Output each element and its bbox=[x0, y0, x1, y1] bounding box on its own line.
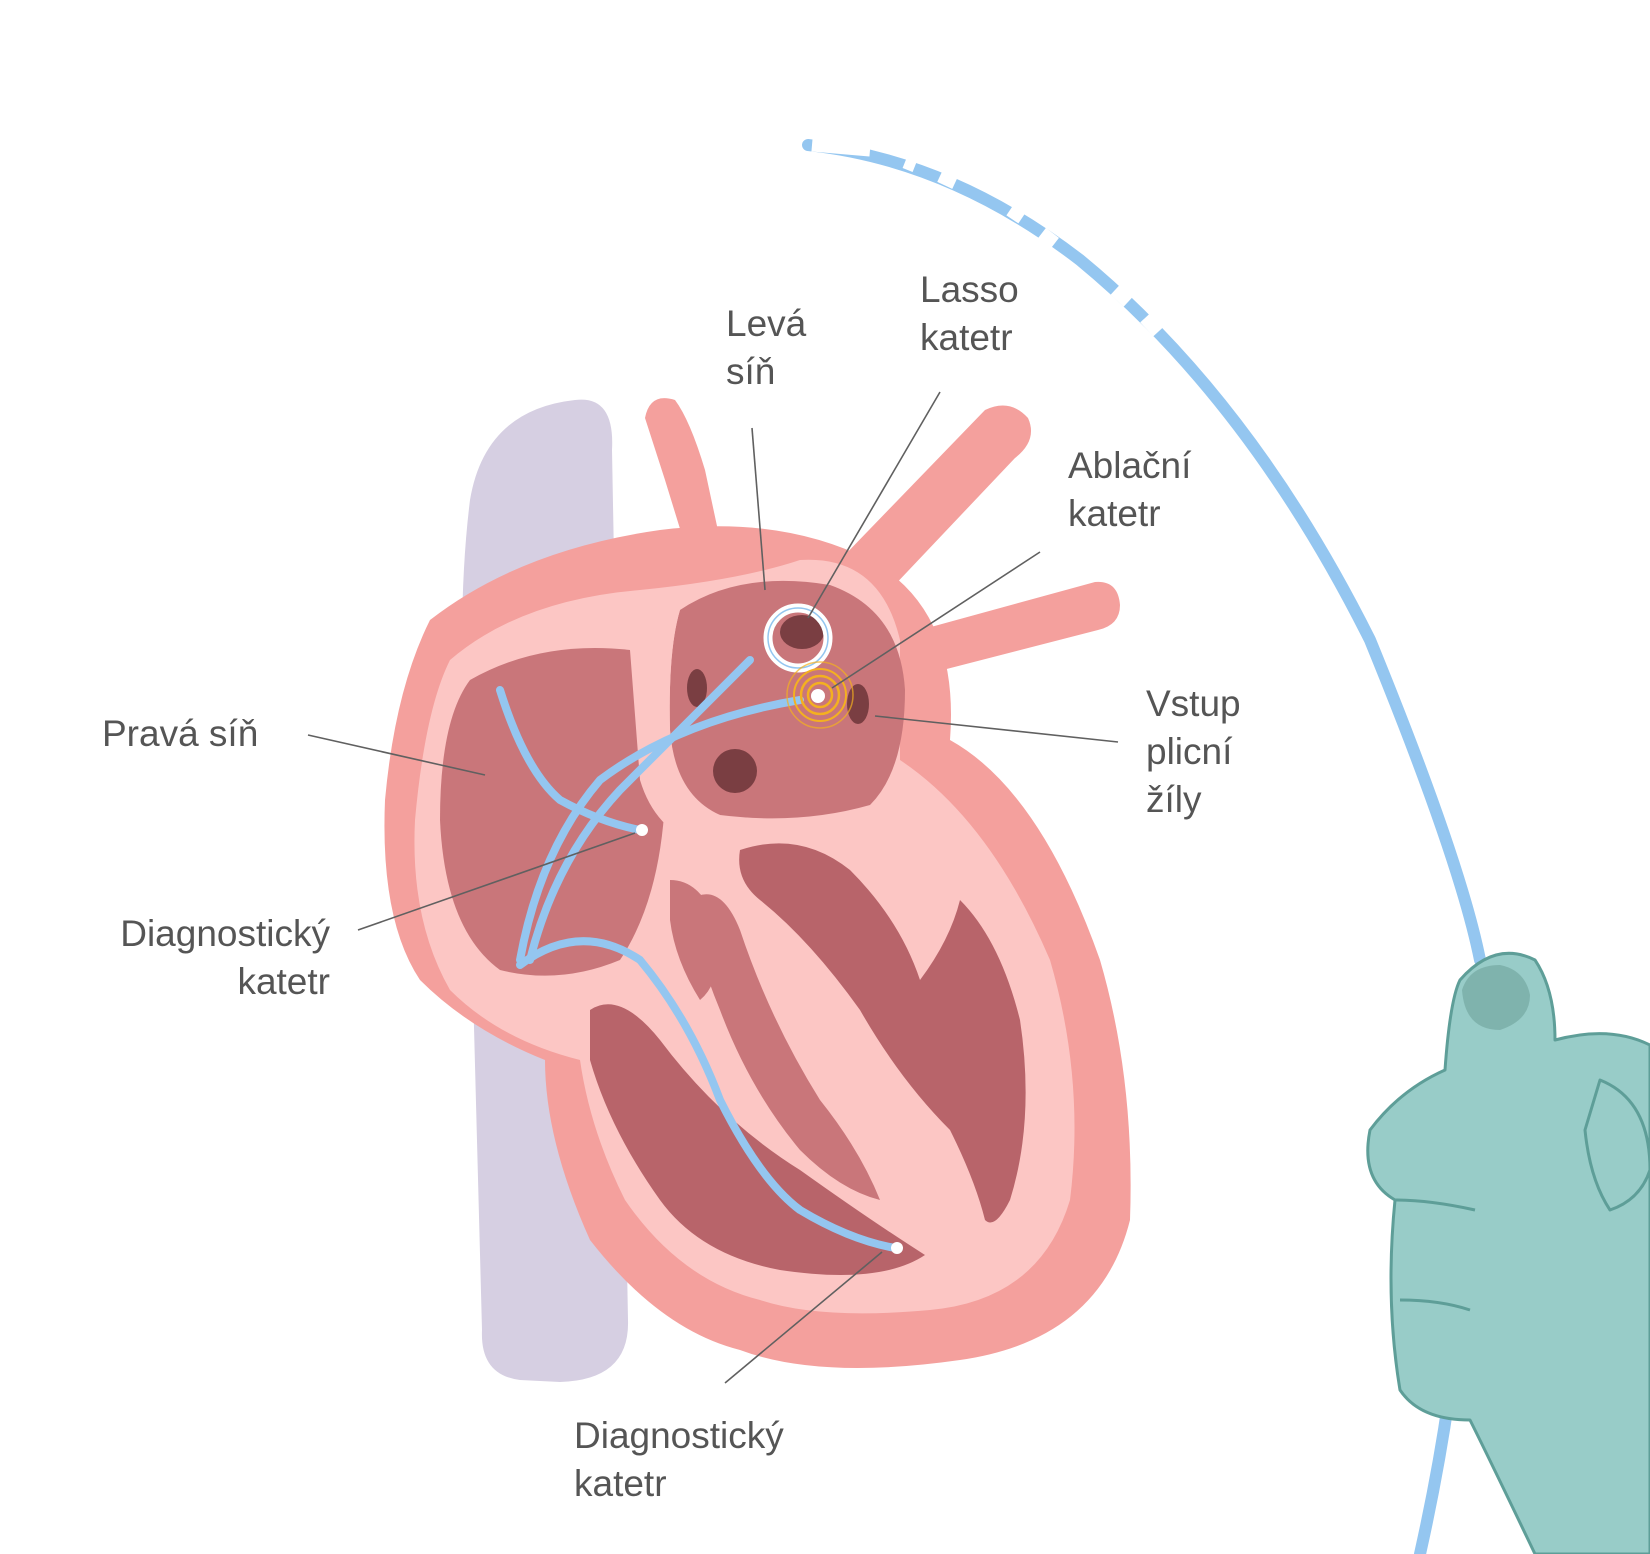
catheters bbox=[496, 139, 1486, 1554]
lasso-feed bbox=[526, 656, 754, 964]
leader-left-atrium bbox=[751, 427, 766, 591]
label-diagnostic-catheter-lower: Diagnostický katetr bbox=[574, 1415, 784, 1504]
label-right-atrium: Pravá síň bbox=[102, 713, 259, 754]
right-ventricle-trabeculae bbox=[690, 894, 880, 1200]
gloved-hand bbox=[1366, 951, 1650, 1554]
vein-opening-4 bbox=[713, 749, 757, 793]
diagnostic-tip-upper bbox=[636, 824, 648, 836]
ablation-glow bbox=[786, 661, 854, 729]
leader-diagnostic-lower bbox=[724, 1251, 883, 1384]
diagnostic-catheter-lower-path bbox=[516, 937, 899, 1252]
left-ventricle-muscle bbox=[739, 843, 1026, 1223]
label-pulmonary-vein: Vstup plicní žíly bbox=[1146, 683, 1241, 820]
diagnostic-tip-lower bbox=[891, 1242, 903, 1254]
leader-ablation bbox=[831, 551, 1041, 689]
ablation-tip bbox=[811, 689, 825, 703]
aortic-branch-left bbox=[645, 398, 720, 545]
aortic-branch-right bbox=[840, 405, 1032, 590]
right-ventricle-muscle bbox=[590, 1004, 925, 1275]
fingernail bbox=[1462, 965, 1530, 1030]
ablation-catheter-external bbox=[802, 139, 1486, 966]
leader-lasso bbox=[807, 391, 941, 619]
leader-right-atrium bbox=[307, 734, 486, 776]
vein-opening-2 bbox=[687, 669, 707, 707]
label-ablation-catheter: Ablační katetr bbox=[1068, 445, 1192, 534]
leader-diagnostic-upper bbox=[357, 832, 636, 931]
diagnostic-catheter-upper-path bbox=[496, 686, 644, 834]
atrial-septum bbox=[630, 610, 720, 845]
vein-opening-3 bbox=[847, 684, 869, 724]
leader-pulmonary-vein bbox=[874, 715, 1119, 743]
ablation-catheter-internal bbox=[516, 696, 804, 964]
label-lasso-catheter: Lasso katetr bbox=[920, 269, 1019, 358]
label-left-atrium: Levá síň bbox=[726, 303, 807, 392]
right-atrium-chamber bbox=[440, 648, 665, 976]
pulmonary-vein-branch bbox=[920, 581, 1120, 672]
vein-opening-1 bbox=[780, 615, 824, 649]
label-diagnostic-catheter-upper: Diagnostický katetr bbox=[120, 913, 330, 1002]
septum-muscle bbox=[670, 880, 718, 1000]
lasso-ring-outline bbox=[767, 607, 829, 669]
catheter-electrodes bbox=[811, 138, 1163, 337]
